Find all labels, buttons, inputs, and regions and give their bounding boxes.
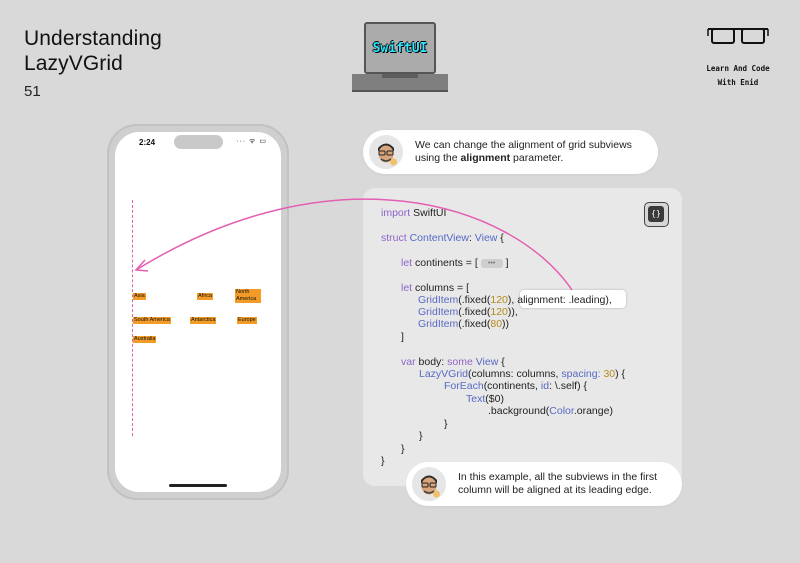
callout-top-text: We can change the alignment of grid subv… xyxy=(415,139,632,165)
code-line-text: Text($0) xyxy=(466,393,504,405)
callout-bottom-line-1: In this example, all the subviews in the… xyxy=(458,471,658,483)
status-icons: ··· ᯤ ▭ xyxy=(236,138,267,145)
swiftui-laptop-logo: SwiftUI xyxy=(352,22,448,98)
status-time: 2:24 xyxy=(139,138,156,147)
grid-cell-europe: Europe xyxy=(237,317,257,324)
glasses-icon xyxy=(707,28,769,44)
callout-bottom: In this example, all the subviews in the… xyxy=(406,462,682,506)
title-line-2: LazyVGrid xyxy=(24,52,123,75)
code-line-body: var body: some View { xyxy=(401,356,505,368)
alignment-bold: alignment xyxy=(460,152,511,164)
code-panel: {} import SwiftUI struct ContentView: Vi… xyxy=(363,188,682,486)
page-number: 51 xyxy=(24,83,41,100)
avatar-icon xyxy=(369,135,403,169)
leading-guide-line xyxy=(132,200,133,436)
code-line-lazyvgrid: LazyVGrid(columns: columns, spacing: 30)… xyxy=(419,368,626,380)
code-line-foreach: ForEach(continents, id: \.self) { xyxy=(444,380,588,392)
code-line-griditem-3: GridItem(.fixed(80)) xyxy=(418,318,510,330)
grid-cell-south-america: South America xyxy=(133,317,171,324)
grid-cell-africa: Africa xyxy=(197,293,214,300)
callout-top-line-1: We can change the alignment of grid subv… xyxy=(415,139,632,151)
code-line-close-struct: } xyxy=(381,455,385,467)
callout-bottom-text: In this example, all the subviews in the… xyxy=(458,471,657,497)
code-line-background: .background(Color.orange) xyxy=(488,405,613,417)
brand-line-2: With Enid xyxy=(717,78,759,87)
iphone-screen: 2:24 ··· ᯤ ▭ Asia Africa North America S… xyxy=(115,132,281,492)
callout-top-line-2: using the alignment parameter. xyxy=(415,152,564,164)
grid-cell-asia: Asia xyxy=(133,293,146,300)
callout-top: We can change the alignment of grid subv… xyxy=(363,130,658,174)
laptop-screen: SwiftUI xyxy=(364,22,436,74)
page-title: Understanding LazyVGrid xyxy=(24,26,162,76)
code-line-close-foreach: } xyxy=(444,418,448,430)
home-indicator xyxy=(169,484,227,487)
grid-cell-antarctica: Antarctica xyxy=(190,317,217,324)
code-line-griditem-1: GridItem(.fixed(120), alignment: .leadin… xyxy=(418,294,612,306)
brand-logo: Learn And Code With Enid xyxy=(700,26,776,90)
title-line-1: Understanding xyxy=(24,27,162,50)
laptop-screen-text: SwiftUI xyxy=(372,40,428,56)
code-line-columns: let columns = [ xyxy=(401,282,469,294)
iphone-preview: 2:24 ··· ᯤ ▭ Asia Africa North America S… xyxy=(107,124,289,500)
code-line-continents: let continents = [ ••• ] xyxy=(401,257,509,269)
code-line-close-bracket: ] xyxy=(401,331,404,343)
brand-line-1: Learn And Code xyxy=(706,64,770,73)
braces-button[interactable]: {} xyxy=(644,202,669,227)
code-line-close-lazy: } xyxy=(419,430,423,442)
braces-icon: {} xyxy=(648,206,664,222)
grid-cell-australia: Australia xyxy=(133,336,157,343)
code-line-close-body: } xyxy=(401,443,405,455)
grid-cell-north-america: North America xyxy=(235,289,261,303)
callout-bottom-line-2: column will be aligned at its leading ed… xyxy=(458,484,652,496)
code-line-import: import SwiftUI xyxy=(381,207,447,219)
collapsed-array[interactable]: ••• xyxy=(480,258,503,268)
dynamic-island xyxy=(174,135,223,149)
alignment-highlight xyxy=(520,290,626,308)
avatar-icon xyxy=(412,467,446,501)
code-line-struct: struct ContentView: View { xyxy=(381,232,504,244)
laptop-base xyxy=(352,74,448,92)
code-line-griditem-2: GridItem(.fixed(120)), xyxy=(418,306,518,318)
